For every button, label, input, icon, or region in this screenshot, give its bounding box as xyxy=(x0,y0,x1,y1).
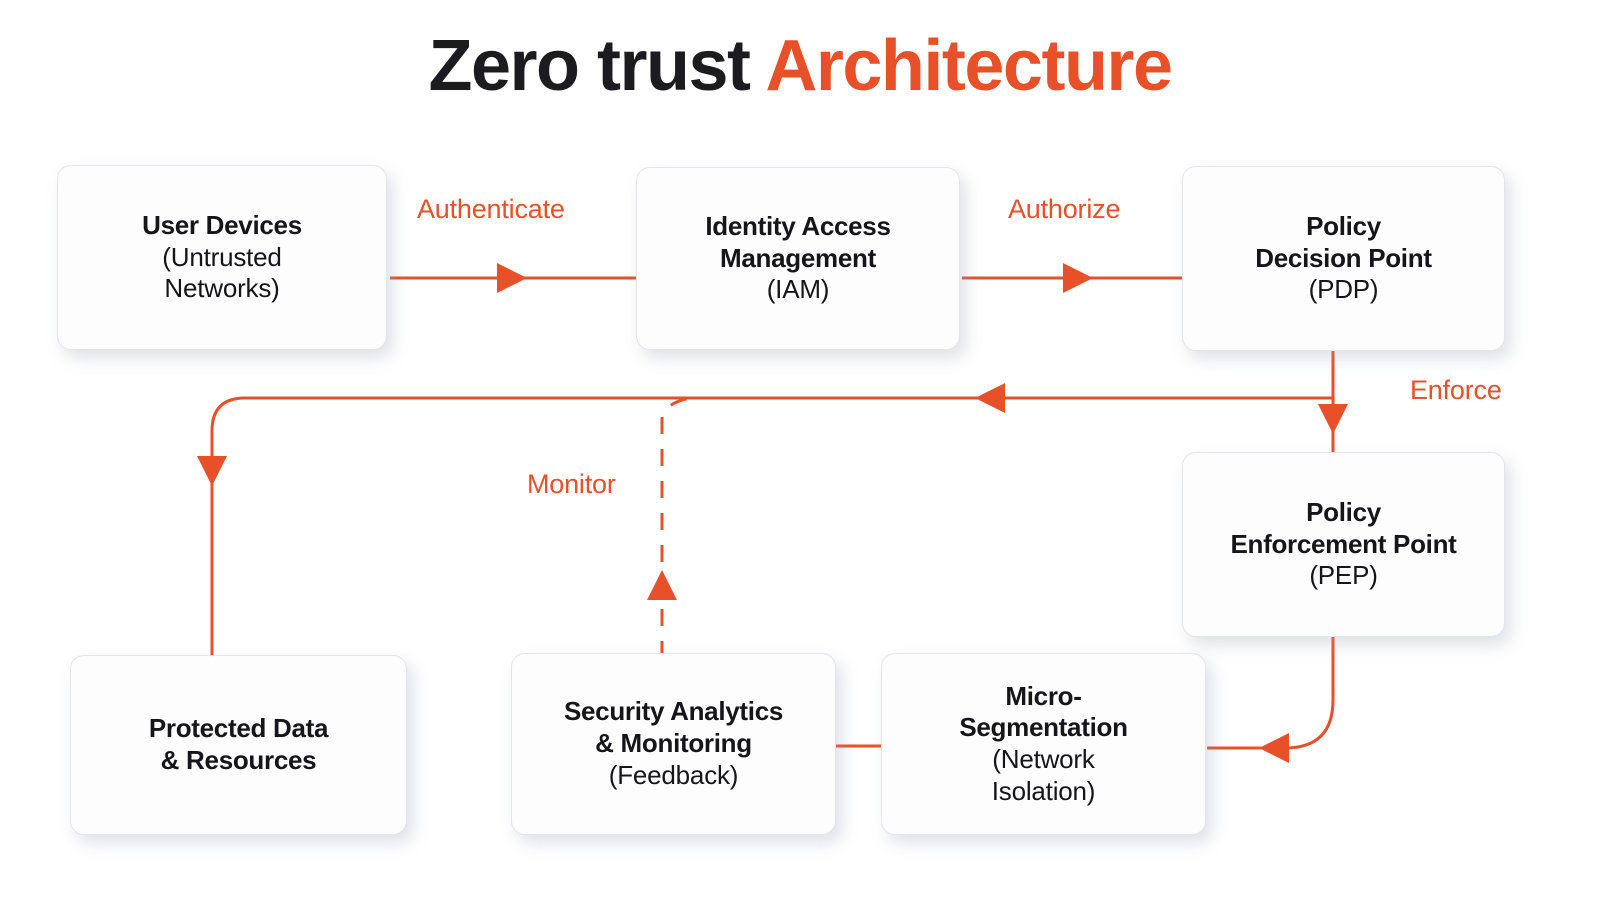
title-primary: Zero trust xyxy=(428,26,766,106)
edge-authorize xyxy=(962,263,1182,293)
node-security-analytics-line1: Security Analytics xyxy=(563,696,784,727)
node-user-devices-line2: (Untrusted xyxy=(162,241,282,272)
title-accent: Architecture xyxy=(765,26,1173,106)
node-pdp-line2: Decision Point xyxy=(1255,242,1432,273)
node-micro-segmentation-line3: (Network xyxy=(992,744,1095,774)
node-user-devices[interactable]: User Devices (Untrusted Networks) xyxy=(57,165,387,350)
node-micro-segmentation-line4: Isolation) xyxy=(991,775,1096,806)
edge-label-authenticate: Authenticate xyxy=(417,194,565,224)
node-pep-line2: Enforcement Point xyxy=(1230,528,1457,559)
edge-pep-to-micro xyxy=(1207,637,1335,763)
edge-authenticate xyxy=(390,263,636,293)
page-title: Zero trust Architecture xyxy=(0,26,1600,106)
edge-label-monitor: Monitor xyxy=(527,469,616,499)
node-iam-line2: Management xyxy=(720,242,876,273)
node-security-analytics-line3: (Feedback) xyxy=(608,759,739,790)
edge-feedback-bus xyxy=(197,383,1333,658)
node-pdp-line1: Policy xyxy=(1306,210,1381,241)
edge-enforce xyxy=(1318,351,1348,452)
edge-label-enforce: Enforce xyxy=(1410,375,1502,405)
edge-label-authorize: Authorize xyxy=(1008,194,1121,224)
node-pdp[interactable]: Policy Decision Point (PDP) xyxy=(1182,166,1505,351)
node-iam-line3: (IAM) xyxy=(766,274,830,305)
node-protected-data-line1: Protected Data xyxy=(148,713,329,744)
node-pep-line3: (PEP) xyxy=(1309,560,1378,591)
node-micro-segmentation[interactable]: Micro- Segmentation (Network Isolation) xyxy=(881,653,1206,835)
node-protected-data-line2: & Resources xyxy=(160,745,317,775)
node-iam-line1: Identity Access xyxy=(705,210,891,241)
node-micro-segmentation-line2: Segmentation xyxy=(959,712,1128,743)
node-pep[interactable]: Policy Enforcement Point (PEP) xyxy=(1182,452,1505,637)
node-security-analytics-line2: & Monitoring xyxy=(595,728,752,759)
node-iam[interactable]: Identity Access Management (IAM) xyxy=(636,167,960,350)
node-pdp-line3: (PDP) xyxy=(1308,274,1379,305)
node-user-devices-line3: Networks) xyxy=(164,273,280,304)
node-protected-data[interactable]: Protected Data & Resources xyxy=(70,655,407,835)
node-user-devices-line1: User Devices xyxy=(142,209,302,240)
edge-monitor xyxy=(647,396,691,658)
node-security-analytics[interactable]: Security Analytics & Monitoring (Feedbac… xyxy=(511,653,836,835)
node-pep-line1: Policy xyxy=(1306,496,1381,527)
node-micro-segmentation-line1: Micro- xyxy=(1005,680,1082,711)
